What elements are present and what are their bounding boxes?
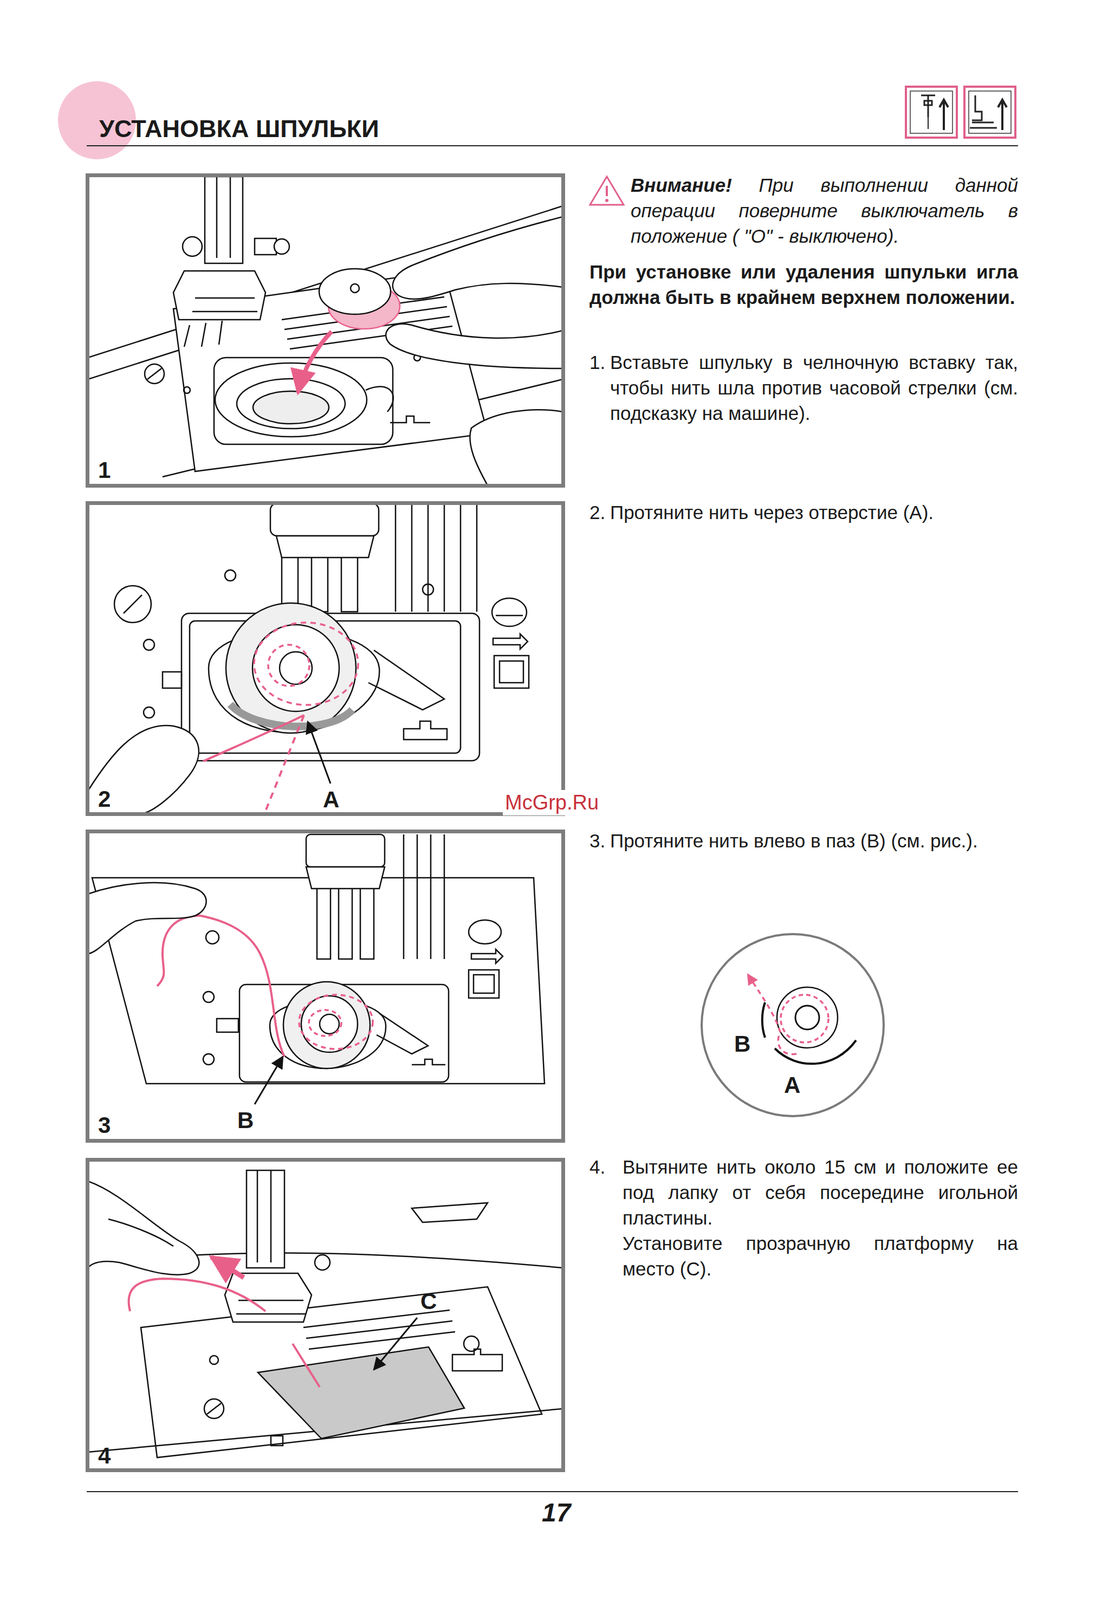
step-number: 1. (589, 349, 606, 375)
inset-detail (747, 974, 857, 1064)
header (57, 81, 1019, 160)
warning-heading: Внимание! (630, 174, 732, 196)
callout-letter: B (237, 1107, 254, 1134)
page-title: УСТАНОВКА ШПУЛЬКИ (99, 114, 380, 144)
thread-hole-figure (87, 503, 529, 814)
step-number: 4. (589, 1154, 606, 1180)
warning-note: Внимание! При выполнении данной операции… (630, 172, 1019, 249)
step-number: 3. (589, 827, 606, 854)
watermark: McGrp.Ru (502, 789, 601, 816)
callout-letter: A (783, 1073, 801, 1097)
step-text: Установите прозрачную платформу на место… (622, 1230, 1019, 1282)
figure-number: 1 (98, 458, 111, 482)
figure-number: 2 (98, 787, 111, 811)
warning-icon (590, 176, 624, 205)
footer-rule (86, 1491, 1019, 1493)
platform-figure (87, 1170, 563, 1458)
figure-panel: 3 (85, 829, 566, 1143)
figure-number: 4 (98, 1444, 111, 1468)
thread-slot-figure (87, 834, 545, 1105)
figure-panel: 1 (85, 173, 566, 488)
inset-circle: BA (700, 932, 885, 1118)
step-text: Вставьте шпульку в челночную вставку так… (610, 349, 1019, 426)
bobbin-insert-figure (87, 176, 563, 486)
step-text: Вытяните нить около 15 см и положите ее … (622, 1154, 1019, 1231)
callout-letter: B (734, 1032, 751, 1056)
figure-panel: 2 (85, 501, 566, 816)
callout-letter: A (322, 786, 340, 813)
step-text: Протяните нить через отверстие (А). (610, 499, 1019, 526)
page-number: 17 (541, 1497, 571, 1528)
figure-number: 3 (98, 1113, 111, 1137)
instruction-note: При установке или удаления шпульки игла … (589, 258, 1019, 310)
step-text: Протяните нить влево в паз (B) (см. рис.… (610, 827, 1019, 854)
callout-letter: C (420, 1288, 437, 1315)
figure-panel: 4 (85, 1157, 566, 1473)
step-number: 2. (589, 499, 606, 526)
